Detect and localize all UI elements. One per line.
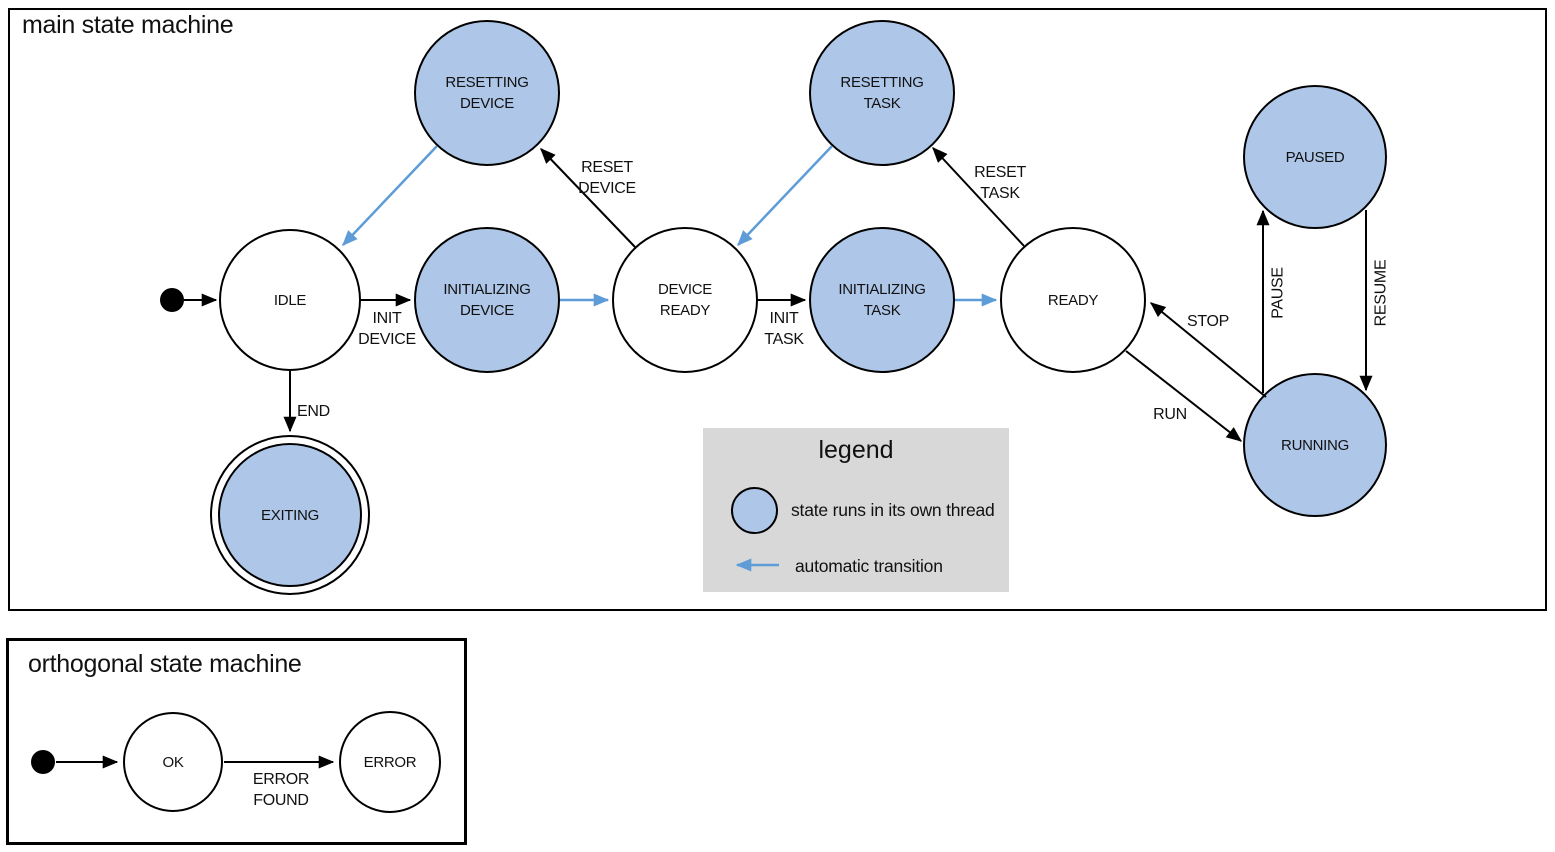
transition-label-line: STOP (1186, 313, 1230, 330)
state-label: DEVICE (459, 95, 515, 112)
legend-auto-item-label: automatic transition (795, 556, 943, 576)
state-label: RESETTING (840, 74, 924, 91)
state-label: ERROR (363, 753, 417, 771)
state-label: INITIALIZING (443, 281, 531, 298)
transition-label-line: INIT (372, 310, 402, 327)
initial-state-dot (160, 288, 184, 312)
state-label: RESETTING (445, 74, 529, 91)
legend-thread-item-label: state runs in its own thread (791, 500, 995, 520)
transition-label-line: RESET (974, 164, 1026, 181)
transition-label-pause: PAUSE (1268, 267, 1289, 319)
state-idle: IDLE (219, 229, 361, 371)
state-label: EXITING (261, 506, 319, 524)
state-initializing-task: INITIALIZING TASK (809, 227, 955, 373)
transition-label-line: RUN (1153, 406, 1187, 423)
threaded-state-sample-icon (731, 487, 778, 534)
state-label: READY (1047, 291, 1099, 309)
transition-label-line: TASK (980, 185, 1020, 202)
orthogonal-state-machine-title: orthogonal state machine (28, 650, 302, 678)
state-running: RUNNING (1243, 373, 1387, 517)
state-resetting-device: RESETTING DEVICE (414, 20, 560, 166)
transition-label-run: RUN (1153, 404, 1187, 425)
state-paused: PAUSED (1243, 85, 1387, 229)
transition-label-reset-task: RESET TASK (974, 162, 1026, 204)
transition-label-line: END (297, 403, 330, 420)
transition-label-line: RESET (581, 159, 633, 176)
state-label: READY (659, 302, 711, 319)
main-state-machine-frame (8, 8, 1547, 611)
transition-label-resume: RESUME (1371, 260, 1392, 327)
state-label: RUNNING (1281, 436, 1349, 454)
legend-box: legend state runs in its own thread auto… (703, 428, 1009, 592)
main-state-machine-title: main state machine (22, 11, 234, 39)
state-label: INITIALIZING (838, 281, 926, 298)
state-error: ERROR (339, 711, 441, 813)
transition-label-line: FOUND (253, 792, 309, 809)
transition-label-line: DEVICE (358, 331, 416, 348)
state-exiting: EXITING (218, 443, 362, 587)
transition-label-line: DEVICE (578, 180, 636, 197)
state-label: DEVICE (657, 281, 713, 298)
state-ready: READY (1000, 227, 1146, 373)
orthogonal-state-machine-frame (6, 638, 467, 845)
transition-label-end: END (297, 401, 330, 422)
transition-label-init-task: INIT TASK (764, 308, 804, 350)
transition-label-line: INIT (769, 310, 799, 327)
transition-label-init-device: INIT DEVICE (358, 308, 416, 350)
state-device-ready: DEVICE READY (612, 227, 758, 373)
state-label: OK (162, 753, 184, 771)
transition-label-reset-device: RESET DEVICE (578, 157, 636, 199)
transition-label-error-found: ERROR FOUND (252, 769, 310, 811)
transition-label-line: ERROR (252, 771, 310, 788)
initial-state-dot (31, 750, 55, 774)
state-label: TASK (863, 95, 901, 112)
transition-label-stop: STOP (1187, 311, 1229, 332)
state-resetting-task: RESETTING TASK (809, 20, 955, 166)
state-initializing-device: INITIALIZING DEVICE (414, 227, 560, 373)
state-label: PAUSED (1285, 148, 1345, 166)
state-label: IDLE (273, 291, 307, 309)
state-label: DEVICE (459, 302, 515, 319)
state-label: TASK (863, 302, 901, 319)
transition-label-line: TASK (764, 331, 804, 348)
legend-title: legend (818, 436, 894, 464)
transition-label-line: RESUME (1372, 259, 1390, 327)
state-ok: OK (123, 712, 223, 812)
transition-label-line: PAUSE (1269, 267, 1287, 319)
